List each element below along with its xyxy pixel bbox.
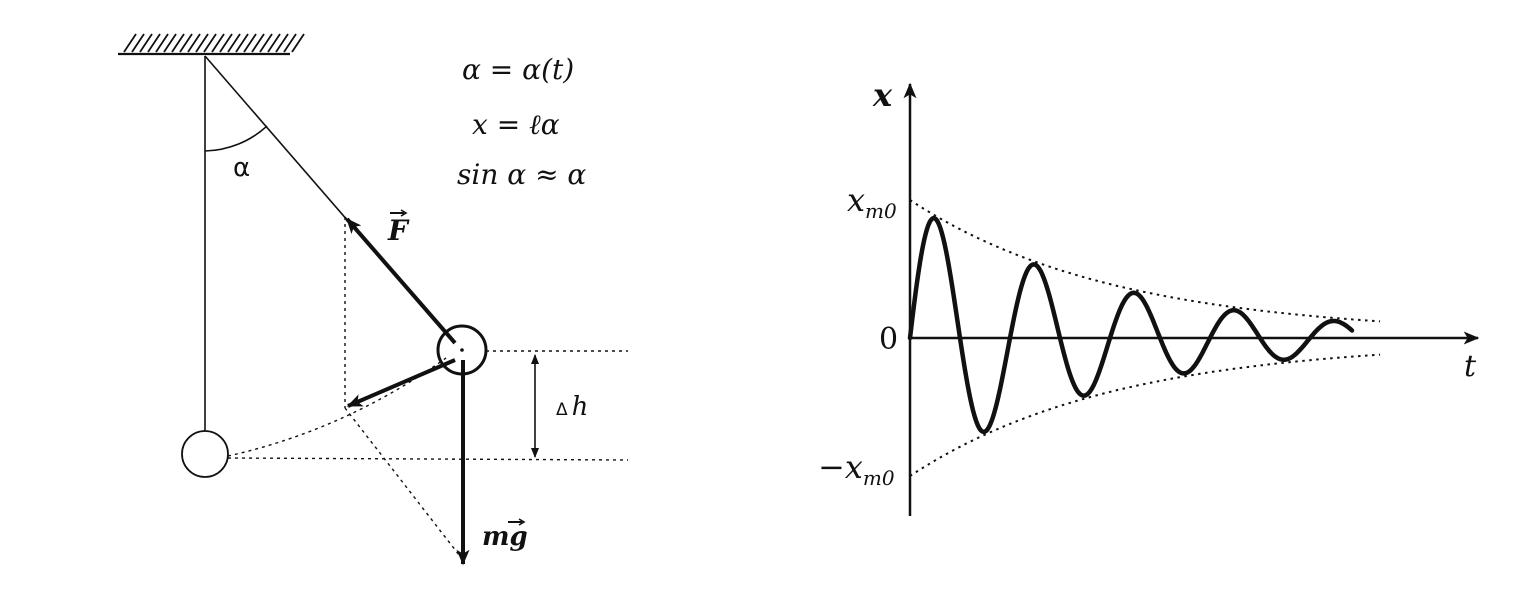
hatch-mark	[243, 33, 257, 53]
amplitude-neg-main: −x	[818, 448, 863, 486]
force-label: F	[387, 214, 410, 247]
amplitude-neg-subscript: m0	[863, 466, 895, 490]
tangential-force-arrow	[346, 358, 456, 408]
x-axis-label: t	[1464, 349, 1477, 384]
amplitude-pos-subscript: m0	[865, 199, 897, 223]
amplitude-pos-main: x	[847, 181, 865, 219]
angle-arc	[204, 125, 268, 152]
hatch-mark	[267, 33, 281, 53]
equation-1: α = α(t)	[462, 53, 574, 86]
hatch-mark	[155, 33, 169, 53]
equation-2: x = ℓα	[472, 108, 560, 141]
envelope-upper	[909, 199, 1381, 323]
equations: α = α(t) x = ℓα sin α ≈ α	[457, 53, 586, 191]
force-arrow	[345, 217, 457, 345]
amplitude-label-negative: −xm0	[818, 448, 895, 490]
hatch-mark	[171, 33, 185, 53]
envelope-lower	[909, 353, 1381, 477]
hatch-mark	[203, 33, 217, 53]
hatch-mark	[227, 33, 241, 53]
hatch-mark	[275, 33, 289, 53]
weight-label: mg	[482, 522, 528, 552]
damped-oscillation-graph: x t 0 xm0 −xm0	[818, 76, 1480, 516]
weight-vector-tip	[518, 518, 526, 526]
hatch-mark	[195, 33, 209, 53]
rest-bob	[181, 430, 229, 478]
hatch-mark	[139, 33, 153, 53]
bob-center-dot	[460, 348, 464, 352]
hatch-mark	[123, 33, 137, 53]
hatch-mark	[179, 33, 193, 53]
hatch-mark	[283, 33, 297, 53]
equation-3: sin α ≈ α	[457, 158, 586, 191]
hatch-mark	[163, 33, 177, 53]
hatch-mark	[259, 33, 273, 53]
hatch-mark	[187, 33, 201, 53]
hatch-mark	[291, 33, 305, 53]
envelope-curves	[909, 199, 1381, 477]
hatch-mark	[131, 33, 145, 53]
construction-lines	[227, 216, 629, 561]
y-axis-label: x	[872, 76, 893, 114]
ceiling-support	[118, 33, 305, 56]
hatch-mark	[251, 33, 265, 53]
hatch-mark	[211, 33, 225, 53]
height-label-var: h	[572, 392, 589, 422]
angle-label: α	[233, 153, 250, 183]
force-vector-tip	[400, 209, 408, 217]
origin-label: 0	[879, 322, 898, 357]
height-label-delta: Δ	[556, 400, 568, 420]
hatch-mark	[219, 33, 233, 53]
hatch-mark	[147, 33, 161, 53]
oscillation-curve	[907, 215, 1355, 435]
hatch-mark	[235, 33, 249, 53]
amplitude-label-positive: xm0	[847, 181, 897, 223]
